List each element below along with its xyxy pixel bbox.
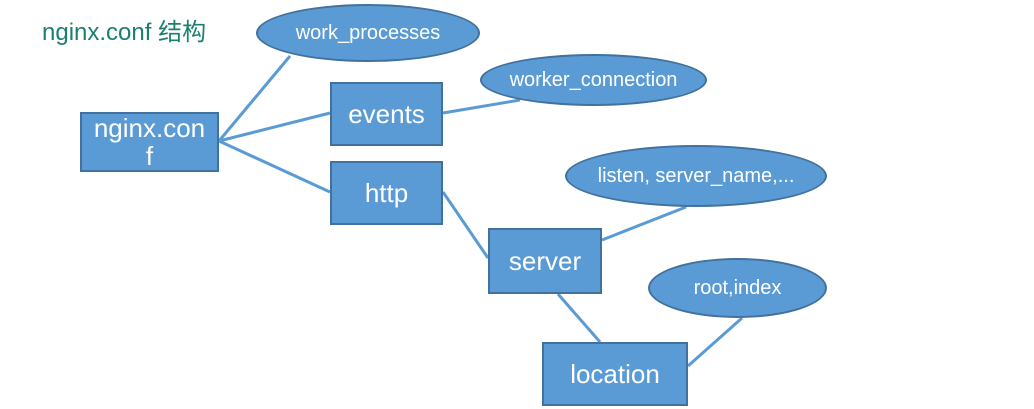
ellipse-root-index: root,index [648, 258, 827, 318]
edge-root-work-processes [217, 55, 292, 142]
node-http: http [330, 161, 443, 225]
ellipse-listen-server-name: listen, server_name,... [565, 145, 827, 207]
edge-server-location [556, 293, 602, 343]
edge-events-worker-connection [442, 98, 521, 115]
node-nginx-conf: nginx.con f [80, 112, 219, 172]
diagram-title: nginx.conf 结构 [42, 19, 207, 46]
node-events: events [330, 82, 443, 146]
edge-root-events [218, 111, 331, 143]
ellipse-work-processes: work_processes [256, 4, 480, 62]
node-server: server [488, 228, 602, 294]
edge-root-http [218, 139, 331, 194]
edge-location-root-index [687, 316, 743, 368]
edge-server-listen [601, 205, 687, 242]
node-location: location [542, 342, 688, 406]
ellipse-worker-connection: worker_connection [480, 54, 707, 106]
edge-http-server [441, 191, 490, 259]
